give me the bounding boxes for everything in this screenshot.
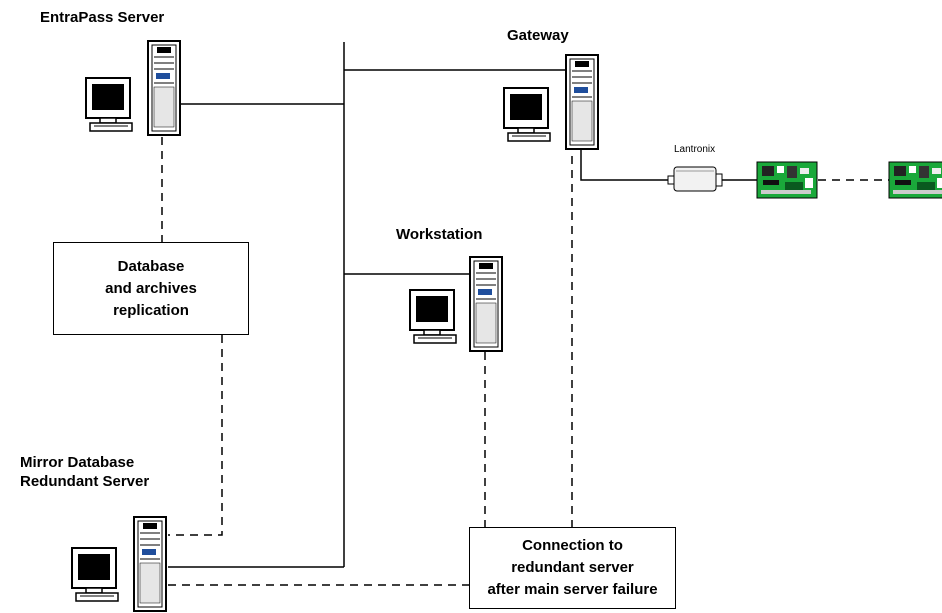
- server-tower-icon: [133, 516, 167, 612]
- lantronix-device-icon: [667, 166, 723, 192]
- failover-line: redundant server: [511, 559, 634, 576]
- server-tower-icon: [147, 40, 181, 136]
- failover-box: Connection to redundant server after mai…: [469, 527, 676, 609]
- replication-box: Database and archives replication: [53, 242, 249, 335]
- controller-board-icon: [756, 161, 818, 199]
- failover-line: Connection to: [522, 537, 623, 554]
- entrapass-server-label: EntraPass Server: [40, 9, 165, 26]
- server-tower-icon: [469, 256, 503, 352]
- mirror-label-line1: Mirror Database: [20, 454, 135, 471]
- replication-line: and archives: [105, 279, 197, 297]
- gateway-label: Gateway: [507, 27, 569, 44]
- monitor-icon: [409, 289, 457, 344]
- link-gateway-lantronix: [580, 142, 672, 181]
- dashed-links: [161, 137, 889, 586]
- monitor-icon: [503, 87, 551, 142]
- mirror-label-line2: Redundant Server: [20, 473, 150, 490]
- gateway-computer: [503, 54, 599, 150]
- replication-line: Database: [117, 257, 185, 275]
- entrapass-server-computer: [85, 40, 181, 136]
- mirror-server-computer: [71, 516, 167, 612]
- monitor-icon: [85, 77, 133, 132]
- dash-replication-to-mirror: [168, 335, 223, 536]
- workstation-label: Workstation: [396, 226, 483, 243]
- network-backbone: [168, 42, 757, 568]
- workstation-computer: [409, 256, 503, 352]
- failover-line: after main server failure: [487, 581, 658, 598]
- lantronix-label: Lantronix: [674, 144, 716, 155]
- controller-board-icon: [888, 161, 942, 199]
- monitor-icon: [71, 547, 119, 602]
- server-tower-icon: [565, 54, 599, 150]
- replication-line: replication: [113, 301, 189, 319]
